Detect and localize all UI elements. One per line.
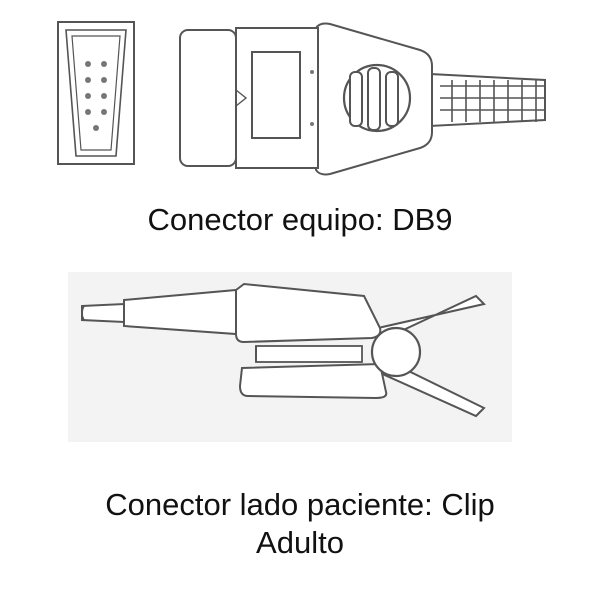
db9-cable	[429, 72, 546, 128]
clip-upper-jaw	[235, 282, 382, 344]
patient-connector-caption: Conector lado paciente: Clip Adulto	[0, 486, 600, 562]
db9-grip-pad	[342, 63, 412, 133]
db9-pins	[85, 61, 107, 131]
db9-socket-face	[57, 21, 135, 165]
clip-cable	[81, 302, 125, 324]
clip-lower-jaw	[238, 362, 388, 400]
db9-connector-side	[179, 22, 546, 176]
finger-clip	[81, 282, 486, 418]
patient-connector-caption-line1: Conector lado paciente: Clip	[105, 487, 495, 522]
db9-front-insert	[179, 29, 237, 167]
clip-finger-slot	[255, 345, 363, 363]
patient-connector-caption-line2: Adulto	[256, 525, 344, 560]
equipment-connector-caption: Conector equipo: DB9	[147, 202, 453, 237]
clip-hinge	[370, 326, 422, 378]
